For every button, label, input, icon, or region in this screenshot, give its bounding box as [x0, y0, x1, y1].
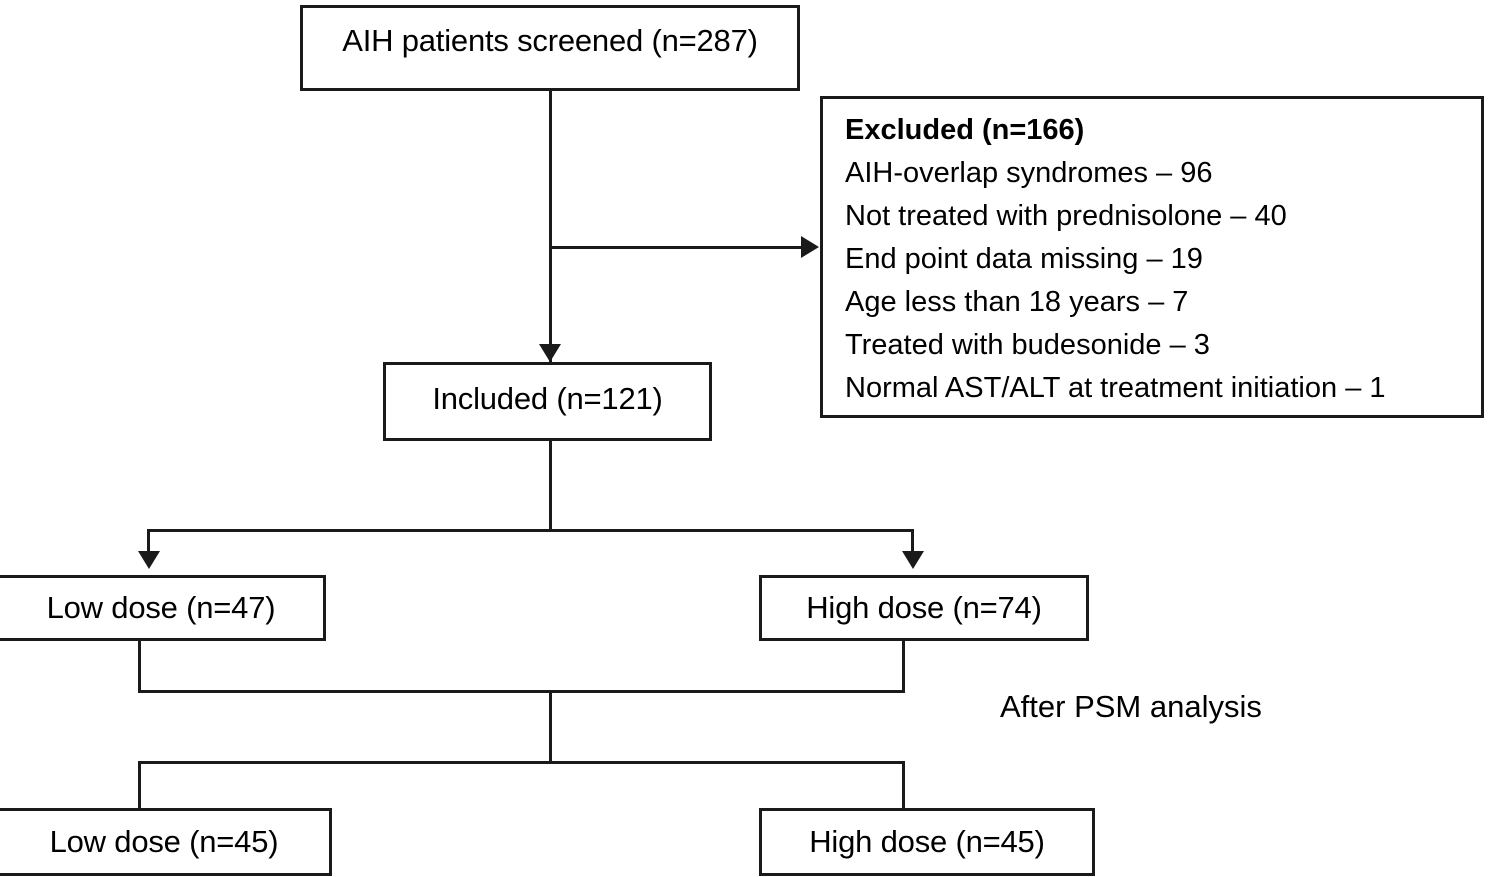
node-label-high-dose-post: High dose (n=45)	[809, 823, 1045, 859]
node-high-dose-post-psm: High dose (n=45)	[759, 808, 1095, 876]
node-low-dose-pre-psm: Low dose (n=47)	[0, 575, 326, 641]
connector-merge-to-split2	[549, 690, 552, 764]
node-label-high-dose-pre: High dose (n=74)	[806, 589, 1042, 625]
excluded-item: End point data missing – 19	[845, 243, 1203, 275]
node-excluded: Excluded (n=166) AIH-overlap syndromes –…	[820, 96, 1484, 418]
arrowhead-down-icon	[902, 551, 924, 569]
arrowhead-down-icon	[539, 344, 561, 362]
excluded-item: Treated with budesonide – 3	[845, 329, 1210, 361]
arrowhead-right-icon	[801, 236, 819, 258]
node-high-dose-pre-psm: High dose (n=74)	[759, 575, 1089, 641]
node-label-low-dose-pre: Low dose (n=47)	[46, 589, 276, 625]
excluded-item: AIH-overlap syndromes – 96	[845, 157, 1213, 189]
connector-included-to-split	[549, 441, 552, 531]
connector-split2-left-drop	[138, 761, 141, 811]
connector-split1-left-drop	[147, 529, 150, 555]
connector-high74-down	[902, 641, 905, 693]
node-label-screened: AIH patients screened (n=287)	[342, 22, 758, 58]
connector-split1-right-drop	[911, 529, 914, 555]
node-label-included: Included (n=121)	[432, 381, 663, 417]
excluded-item: Age less than 18 years – 7	[845, 286, 1189, 318]
arrowhead-down-icon	[138, 551, 160, 569]
node-aih-patients-screened: AIH patients screened (n=287)	[300, 5, 800, 91]
node-label-low-dose-post: Low dose (n=45)	[49, 823, 279, 859]
excluded-reason-list: Excluded (n=166) AIH-overlap syndromes –…	[845, 109, 1481, 410]
excluded-heading: Excluded (n=166)	[845, 114, 1085, 146]
connector-split2-horizontal	[138, 761, 905, 764]
connector-split2-right-drop	[902, 761, 905, 811]
connector-to-excluded	[549, 246, 803, 249]
node-low-dose-post-psm: Low dose (n=45)	[0, 808, 332, 876]
connector-split1-horizontal	[147, 529, 914, 532]
connector-low47-down	[138, 641, 141, 693]
connector-screened-to-included	[549, 91, 552, 363]
excluded-item: Normal AST/ALT at treatment initiation –…	[845, 372, 1386, 404]
node-included: Included (n=121)	[383, 362, 712, 441]
connector-merge-horizontal	[138, 690, 905, 693]
excluded-item: Not treated with prednisolone – 40	[845, 200, 1287, 232]
annotation-after-psm-analysis: After PSM analysis	[1000, 689, 1262, 724]
